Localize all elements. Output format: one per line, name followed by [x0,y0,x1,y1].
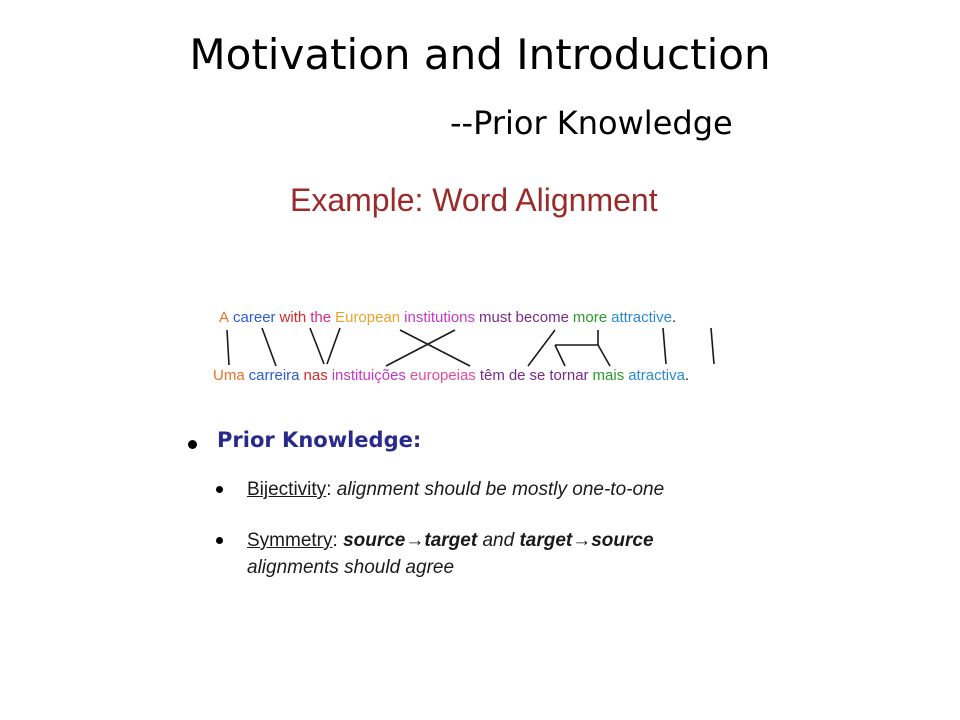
alignment-line [309,327,325,365]
alignment-line [597,344,611,367]
portuguese-word: carreira [248,367,300,384]
portuguese-word: Uma [213,367,245,384]
alignment-line [326,327,341,365]
bijectivity-item: Bijectivity: alignment should be mostly … [247,477,664,503]
example-heading: Example: Word Alignment [290,182,658,218]
slide-subtitle: --Prior Knowledge [450,104,733,142]
english-word: A [219,309,230,326]
symmetry-line2: alignments should agree [247,557,455,578]
alignment-line [226,329,230,366]
symmetry-item: Symmetry: source→target and target→sourc… [247,528,654,554]
alignment-line [527,329,556,367]
prior-knowledge-heading: Prior Knowledge: [217,428,422,452]
english-word: institutions [404,309,476,326]
alignment-line [385,329,456,367]
bijectivity-colon: : [326,479,332,500]
symmetry-target-1: target [424,530,478,551]
portuguese-word: têm [479,367,505,384]
symmetry-term: Symmetry [247,530,333,551]
arrow-icon: → [572,530,592,551]
bullet-icon [216,537,223,544]
portuguese-word: instituições [331,367,406,384]
portuguese-word: tornar [549,367,589,384]
symmetry-source-1: source [343,530,406,551]
symmetry-source-2: source [591,530,654,551]
portuguese-word: europeias [409,367,476,384]
alignment-line [399,329,471,367]
english-word: more [572,309,608,326]
alignment-line [710,327,715,365]
bijectivity-term: Bijectivity [247,479,327,500]
arrow-icon: → [405,530,425,551]
english-word: must [479,309,512,326]
portuguese-word: nas [303,367,328,384]
portuguese-word: atractiva [628,367,685,384]
portuguese-word: de [508,367,526,384]
symmetry-colon: : [332,530,338,551]
portuguese-word: mais [592,367,625,384]
symmetry-and: and [482,530,515,551]
bijectivity-description: alignment should be mostly one-to-one [336,479,665,500]
english-word: the [310,309,332,326]
bullet-icon [188,440,197,449]
english-word: attractive [611,309,672,326]
portuguese-word: se [529,367,546,384]
english-word: . [671,309,677,326]
portuguese-word: . [684,367,690,384]
english-word: European [335,309,401,326]
english-word: become [515,309,569,326]
slide-title: Motivation and Introduction [189,30,771,79]
english-word: career [233,309,276,326]
alignment-line [662,327,667,365]
english-word: with [279,309,307,326]
alignment-line [261,327,277,367]
symmetry-target-2: target [519,530,573,551]
bullet-icon [216,486,223,493]
alignment-line [554,344,566,367]
